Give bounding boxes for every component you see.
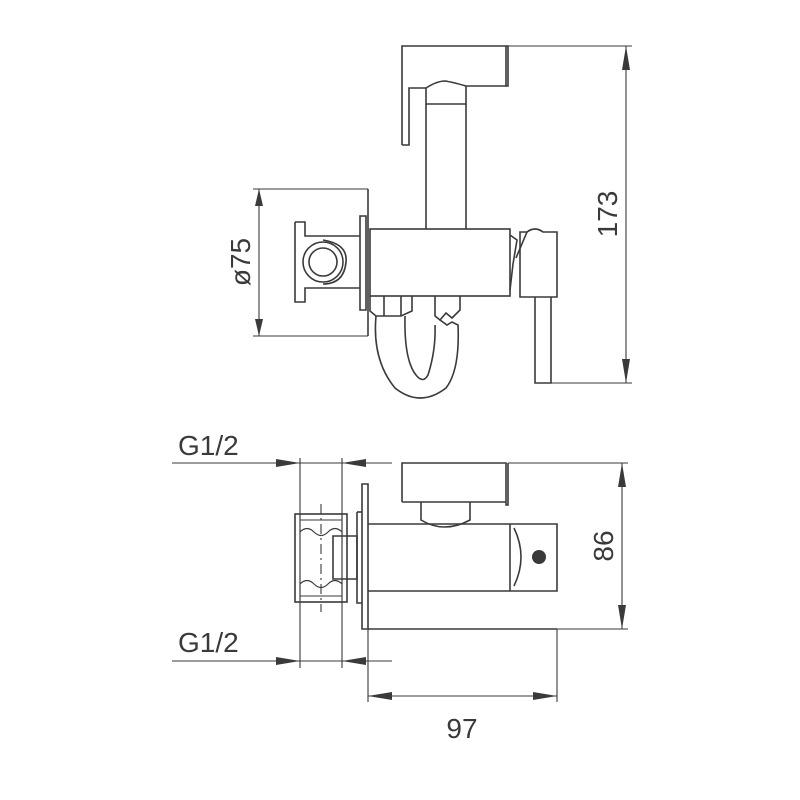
handle-dot: [532, 550, 546, 564]
side-view: G1/2 G1/2 86 97: [172, 430, 628, 744]
label-thread-bottom: G1/2: [178, 627, 239, 658]
label-diameter: ø75: [225, 238, 256, 286]
dimension-diameter: [253, 188, 368, 337]
dimension-depth-97: [367, 629, 558, 702]
hose-nut: [369, 296, 413, 317]
wall-plate: [361, 483, 369, 630]
dimension-height-173: [508, 45, 632, 384]
label-height-173: 173: [592, 191, 623, 238]
sprayer-head: [401, 45, 509, 145]
hose-holder: [295, 221, 360, 237]
label-height-86: 86: [588, 530, 619, 561]
label-depth-97: 97: [446, 713, 477, 744]
sprayer-block: [401, 462, 509, 506]
front-view: ø75 173: [225, 45, 632, 399]
label-thread-top: G1/2: [178, 430, 239, 461]
flexible-hose: [374, 315, 460, 399]
lever: [509, 234, 518, 291]
valve-body-side: [368, 523, 558, 592]
valve-body: [369, 228, 511, 297]
dimension-height-86: [508, 462, 628, 630]
